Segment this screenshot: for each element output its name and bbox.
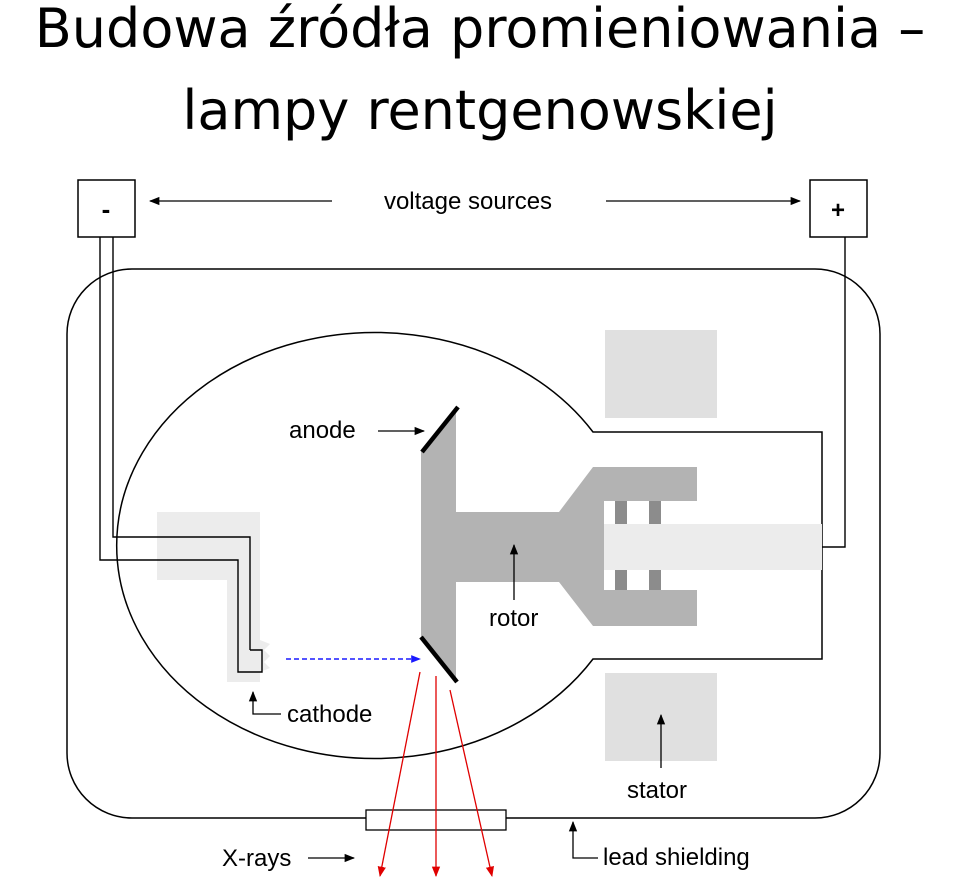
bearing-rod-3 <box>615 570 627 590</box>
anode-shaft <box>604 524 822 570</box>
bearing-rod-2 <box>649 501 661 524</box>
rotor-assembly <box>421 407 697 682</box>
page-title-line-1: Budowa źródła promieniowania – <box>34 0 926 60</box>
cathode-wire-outer <box>99 237 263 673</box>
lead-shielding-label: lead shielding <box>603 844 750 871</box>
voltage-sources-label: voltage sources <box>384 188 552 215</box>
cathode-label: cathode <box>287 701 372 728</box>
negative-terminal-label: - <box>102 194 111 224</box>
cathode-filament-block <box>227 560 260 682</box>
positive-terminal-label: + <box>831 197 845 224</box>
anode-wire <box>822 237 846 548</box>
xrays-label: X-rays <box>222 845 291 872</box>
cathode-wire-inner <box>112 237 251 650</box>
positive-terminal-box <box>809 179 868 238</box>
stator-label: stator <box>627 777 687 804</box>
anode-target-top <box>420 405 460 454</box>
page-title-line-2: lampy rentgenowskiej <box>182 79 778 142</box>
stator-block-top <box>605 330 717 418</box>
glass-envelope <box>115 331 823 760</box>
rotor-label: rotor <box>489 605 538 632</box>
lead-shielding-pointer-arrow <box>568 820 598 859</box>
xray-beam-left <box>377 671 421 878</box>
bearing-rod-4 <box>649 570 661 590</box>
anode-target-bottom <box>419 635 459 684</box>
negative-terminal-box <box>77 179 136 238</box>
anode-label: anode <box>289 417 356 444</box>
bearing-rod-1 <box>615 501 627 524</box>
cathode-pointer-arrow <box>248 690 281 715</box>
xray-beam-right <box>449 689 494 878</box>
